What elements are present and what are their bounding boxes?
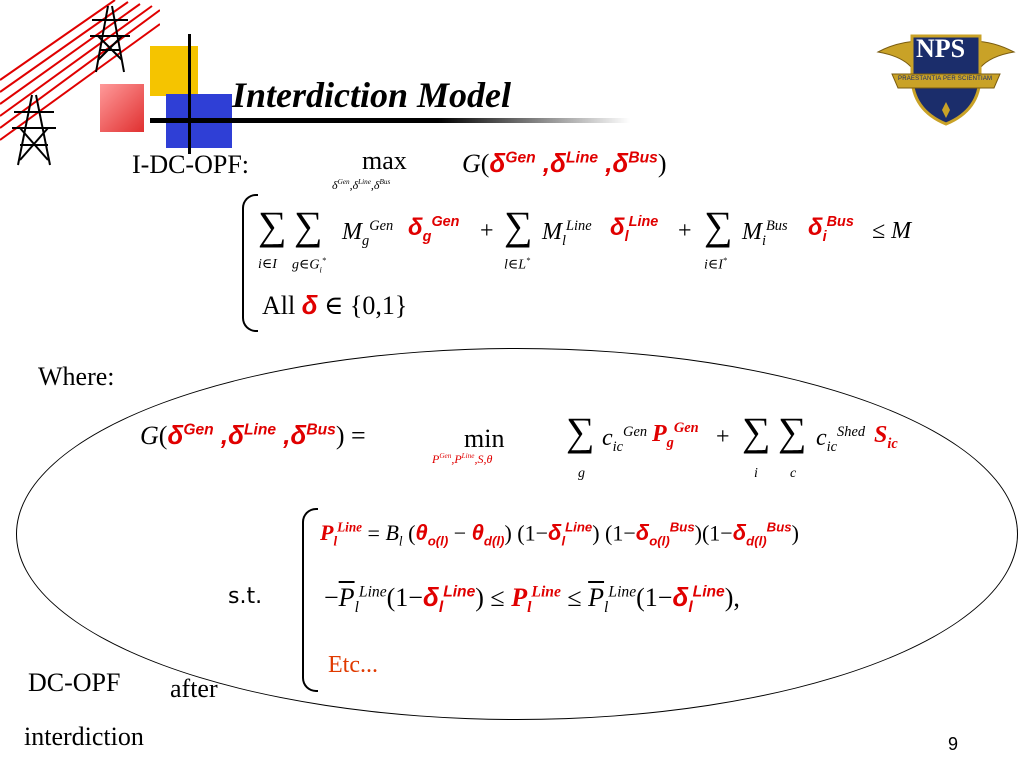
label-idcopf: I-DC-OPF: (132, 150, 250, 179)
capacity-constraint: −PlLine(1−δlLine) ≤ PlLine ≤ PlLine(1−δl… (324, 582, 740, 617)
power-tower-graphic (0, 0, 161, 170)
slide-title: Interdiction Model (232, 75, 512, 115)
page-number: 9 (948, 734, 959, 754)
constraint-brace-1 (242, 194, 258, 332)
label-etc: Etc... (328, 652, 378, 678)
label-interdiction: interdiction (24, 722, 144, 751)
flow-constraint: PlLine = Bl (θo(l) − θd(l)) (1−δlLine) (… (320, 520, 799, 549)
leq-m: ≤ M (872, 218, 912, 244)
inner-problem-ellipse (16, 348, 1018, 720)
constraint-brace-2 (302, 508, 318, 692)
binary-constraint: All δ ∈ {0,1} (262, 290, 408, 320)
min-subscript: PGen,PLine,S,θ (432, 452, 493, 466)
max-subscript: δGen,δLine,δBus (332, 178, 391, 192)
label-st: s.t. (228, 584, 263, 609)
inner-objective: G(δGen ,δLine ,δBus) = (140, 420, 366, 450)
nps-logo (872, 6, 1020, 130)
label-dcopf: DC-OPF (28, 668, 121, 697)
title-underline (150, 118, 630, 123)
objective-max: max (362, 146, 407, 176)
min-word: min (464, 424, 505, 453)
decor-square-red (100, 84, 144, 132)
budget-constraint: ∑ i∈I ∑ g∈Gi* MgGen δgGen + ∑ l∈L* MlLin… (258, 203, 912, 275)
logo-motto: PRAESTANTIA PER SCIENTIAM (898, 76, 993, 82)
set-01: {0,1} (349, 291, 408, 320)
logo-text: NPS (916, 34, 966, 63)
objective-function-g: G(δGen ,δLine ,δBus) (462, 148, 667, 178)
all-word: All (262, 291, 296, 320)
inner-sum-expression: ∑ g cicGen PgGen + ∑ i ∑ c cicShed Sic (566, 409, 898, 482)
max-word: max (362, 146, 407, 175)
decor-vertical-line (188, 34, 191, 154)
label-after: after (170, 674, 218, 703)
label-where: Where: (38, 362, 115, 391)
